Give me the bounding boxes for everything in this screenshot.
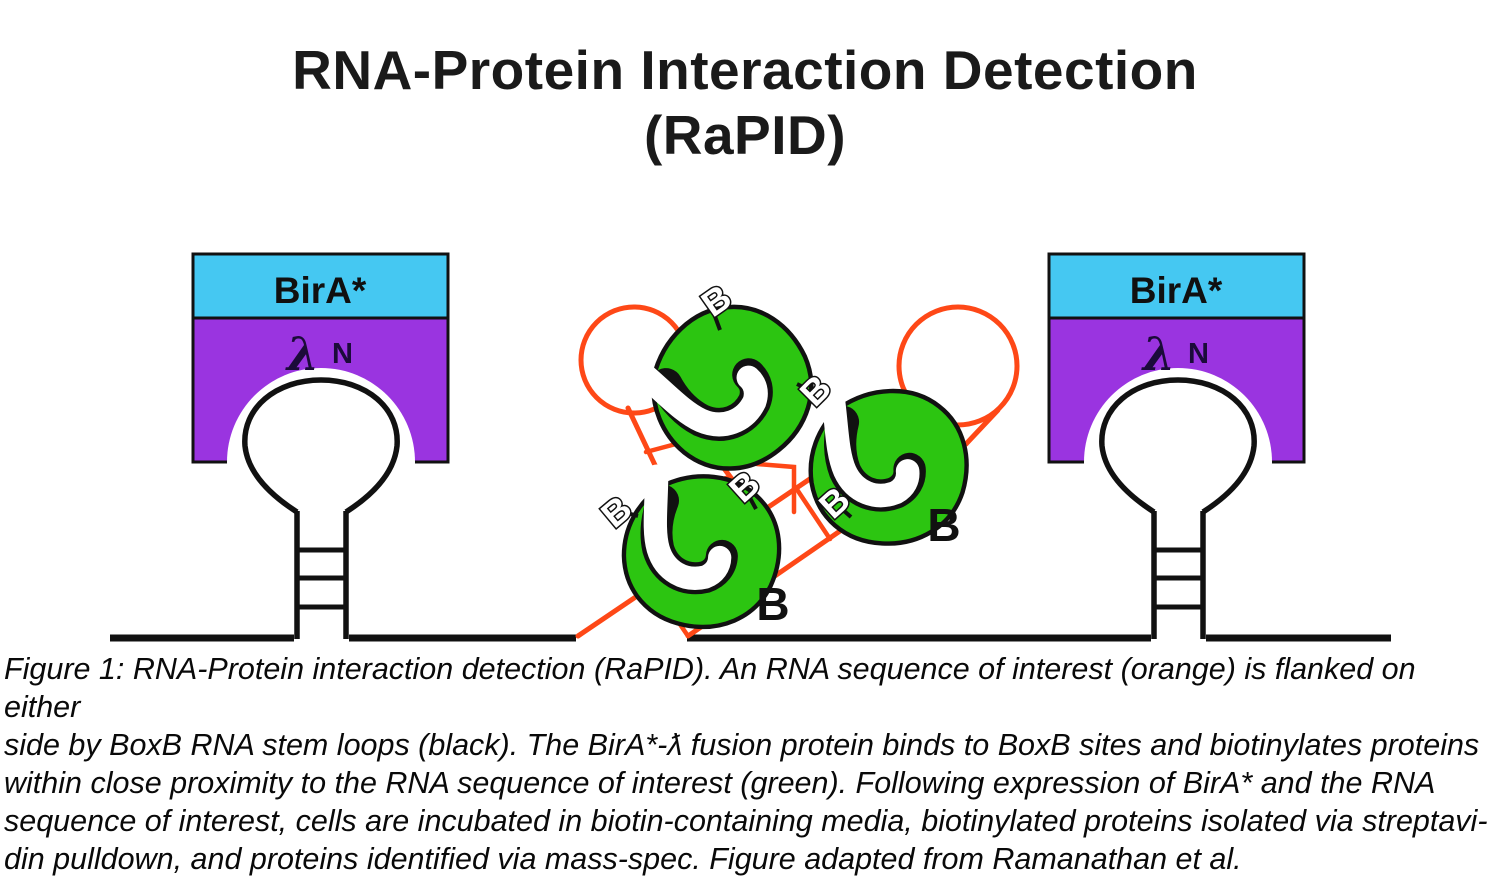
left-n-label: N <box>332 338 353 370</box>
biotin-flag-pole <box>711 310 722 331</box>
biotin-flag-pole <box>841 508 853 519</box>
protein-bottom <box>621 464 782 630</box>
orange-loop-stub <box>963 407 1001 447</box>
protein-right <box>808 386 969 546</box>
figure-title-line2: (RaPID) <box>643 103 847 166</box>
proteins <box>621 304 969 630</box>
protein-cleft <box>643 464 732 590</box>
left-bira-domain <box>191 252 450 320</box>
figure-caption: Figure 1: RNA-Protein interaction detect… <box>4 650 1496 878</box>
caption-line: Figure 1: RNA-Protein interaction detect… <box>4 652 1416 724</box>
right-bira-label: BirA* <box>1130 270 1223 311</box>
orange-step <box>754 461 797 515</box>
right-boxb-loop <box>1099 377 1257 515</box>
biotin-b-label: B <box>756 578 789 630</box>
protein-cleft <box>630 361 768 437</box>
biotin-flag-pole <box>796 382 808 391</box>
protein-top <box>630 304 814 471</box>
caption-line: within close proximity to the RNA sequen… <box>4 766 1436 800</box>
biotin-flag-pole <box>748 497 758 510</box>
left-bira-label: BirA* <box>274 270 367 311</box>
caption-line: sequence of interest, cells are incubate… <box>4 804 1488 838</box>
orange-rung <box>793 485 833 542</box>
figure-title: RNA-Protein Interaction Detection (RaPID… <box>0 38 1490 168</box>
left-lambda-label: λ <box>285 327 319 381</box>
right-lambda-label: λ <box>1141 327 1175 381</box>
right-n-label: N <box>1188 338 1209 370</box>
biotin-flag-pole <box>626 511 639 518</box>
caption-line: side by BoxB RNA stem loops (black). The… <box>4 728 1480 762</box>
left-boxb-loop <box>242 377 400 515</box>
biotin-b-label: B <box>927 499 960 551</box>
rapid-diagram: BirA* λ N BirA* λ N <box>110 252 1391 642</box>
protein-cleft <box>821 386 920 508</box>
figure-title-line1: RNA-Protein Interaction Detection <box>292 39 1198 101</box>
caption-line: din pulldown, and proteins identified vi… <box>4 842 1242 876</box>
right-bira-domain <box>1047 252 1306 320</box>
boxb-stemloops <box>242 377 1257 639</box>
